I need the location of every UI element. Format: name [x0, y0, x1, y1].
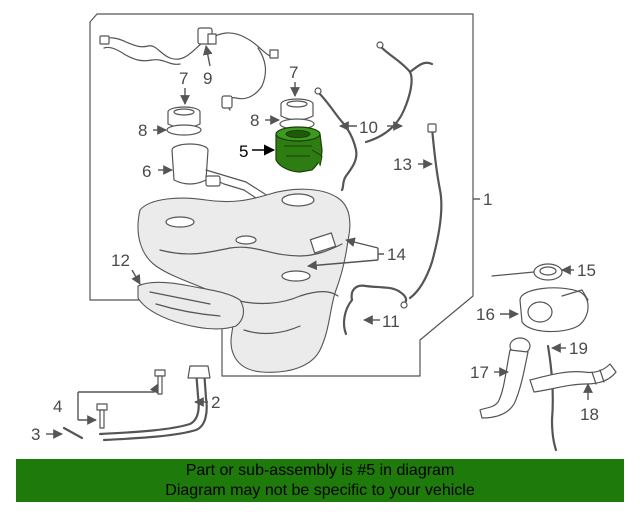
- lock-ring-right: [280, 98, 314, 121]
- callout-13: 13: [393, 155, 412, 174]
- heat-shield: [137, 281, 245, 330]
- lock-ring-left: [167, 106, 201, 129]
- callout-8-right: 8: [250, 111, 259, 130]
- callout-8-left: 8: [138, 121, 147, 140]
- callout-7-right: 7: [289, 63, 298, 82]
- callout-18: 18: [580, 405, 599, 424]
- callout-17: 17: [470, 363, 489, 382]
- filler-hose-lower: [529, 363, 617, 393]
- fuel-pump-module-highlighted: [275, 126, 323, 173]
- footer-line-disclaimer: Diagram may not be specific to your vehi…: [165, 482, 475, 499]
- callout-4: 4: [53, 397, 62, 416]
- fuel-tank: [137, 188, 351, 373]
- callout-15: 15: [577, 261, 596, 280]
- footer-banner: Part or sub-assembly is #5 in diagram Di…: [16, 459, 624, 502]
- filler-pipe: [479, 337, 531, 419]
- vent-hose: [314, 41, 434, 192]
- callout-7-left: 7: [179, 69, 188, 88]
- assembly-outline: [89, 13, 474, 377]
- callout-5: 5: [239, 142, 248, 161]
- vent-tube: [546, 344, 558, 452]
- callout-10: 10: [359, 118, 378, 137]
- parts-diagram: 1 2 3 4 5 6 7 7 8 8 9 10 11 12 13 14 15 …: [31, 13, 617, 452]
- callout-12: 12: [111, 251, 130, 270]
- leader-lines: [46, 45, 593, 439]
- callout-16: 16: [476, 305, 495, 324]
- filler-housing: [519, 287, 589, 333]
- callout-1: 1: [483, 190, 492, 209]
- callout-2: 2: [211, 393, 220, 412]
- strap-bolt-upper: [154, 369, 166, 395]
- strap-pin: [62, 426, 84, 440]
- filler-hose: [342, 284, 408, 336]
- callout-9: 9: [203, 69, 212, 88]
- callout-14: 14: [387, 245, 406, 264]
- tank-strap: [98, 365, 211, 442]
- callout-3: 3: [31, 425, 40, 444]
- footer-line-part-note: Part or sub-assembly is #5 in diagram: [185, 462, 455, 479]
- seal-left: [166, 124, 202, 136]
- strap-bolt-lower: [96, 403, 108, 429]
- callout-11: 11: [382, 312, 400, 331]
- callout-19: 19: [569, 339, 588, 358]
- evap-line: [408, 123, 443, 300]
- callout-6: 6: [142, 162, 151, 181]
- fuel-filler-cap: [491, 263, 563, 281]
- wiring-harness: [99, 27, 279, 111]
